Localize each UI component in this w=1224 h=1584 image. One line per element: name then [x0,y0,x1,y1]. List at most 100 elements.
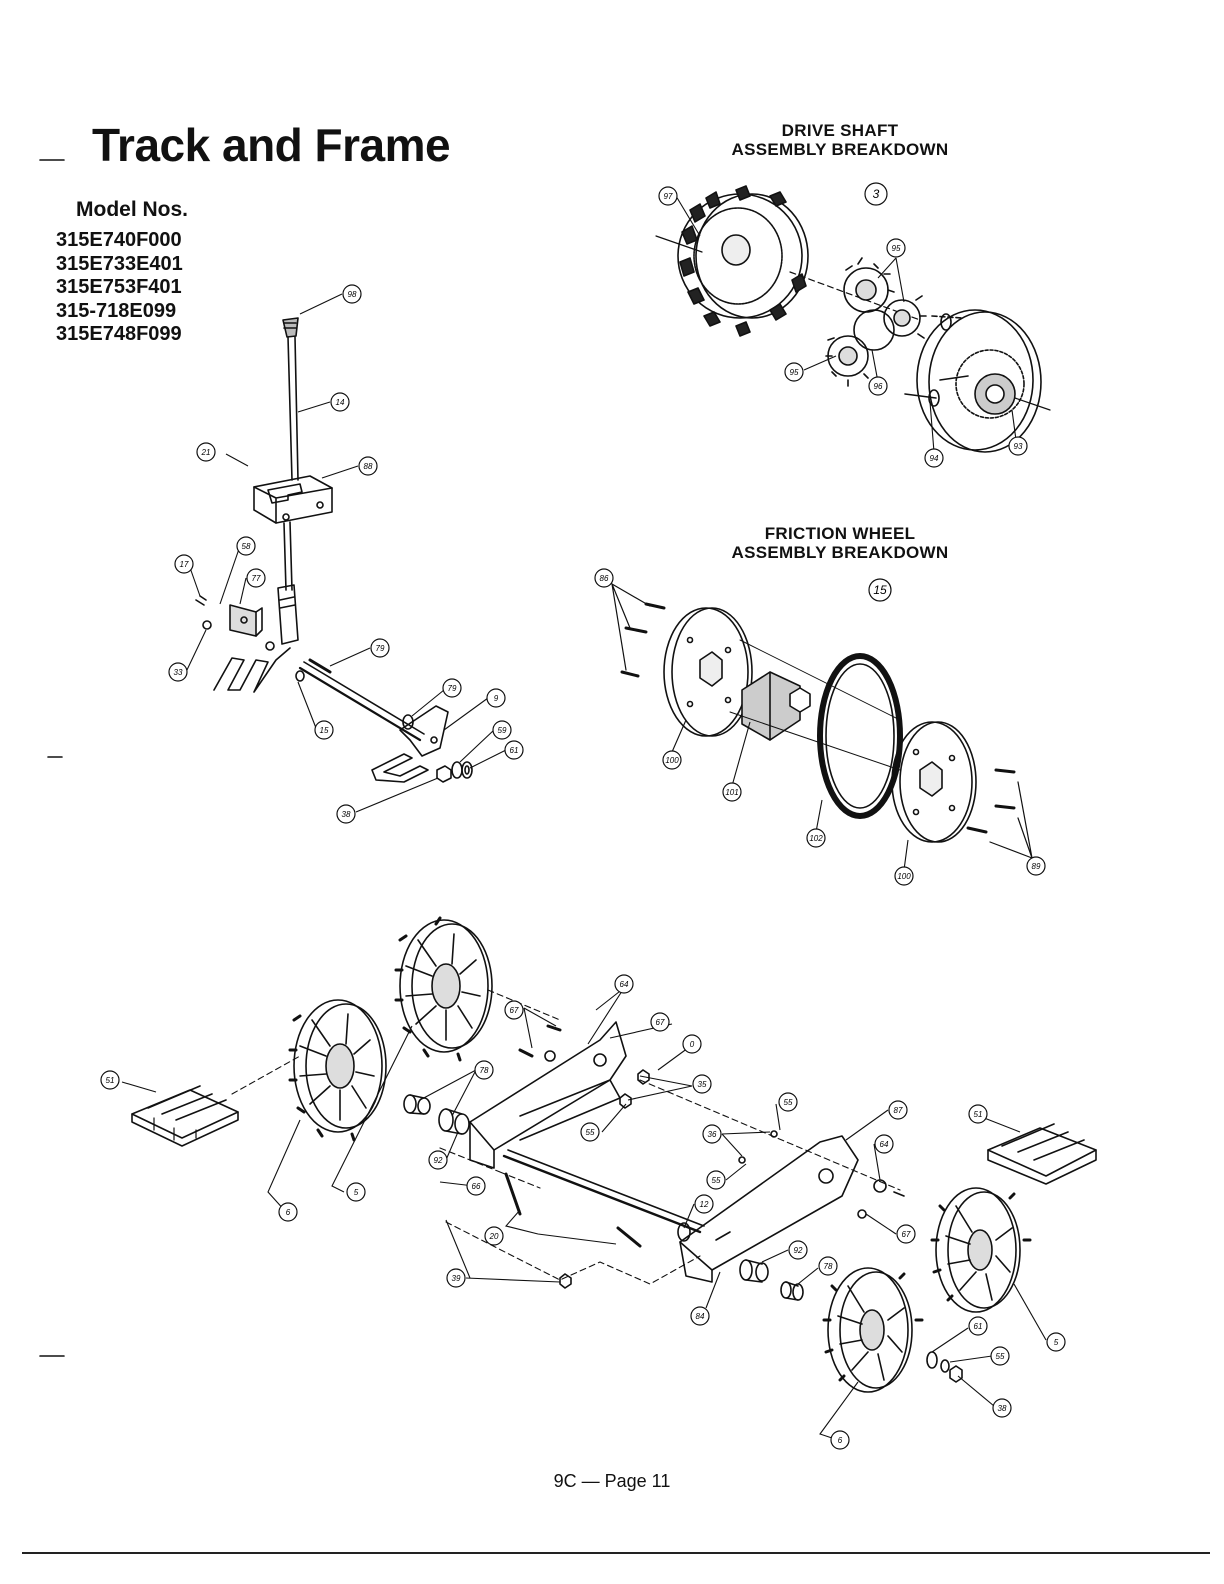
drive-gear [825,257,927,387]
callout-bubble: 6 [278,1202,298,1222]
callout-number: 35 [698,1080,707,1089]
callout-bubble: 36 [702,1124,722,1144]
callout-bubble: 95 [886,238,906,258]
callout-bubble: 0 [682,1034,702,1054]
callout-number: 51 [106,1076,115,1085]
callout-bubble: 77 [246,568,266,588]
shift-fork [399,705,449,757]
cross-shaft [502,1154,702,1234]
callout-number: 5 [1054,1338,1059,1347]
callout-bubble: 64 [874,1134,894,1154]
callout-number: 61 [510,746,519,755]
callout-number: 93 [1014,442,1023,451]
callout-number: 96 [874,382,883,391]
callout-number: 0 [690,1040,695,1049]
callout-number: 97 [664,192,673,201]
callout-number: 66 [472,1182,481,1191]
callout-number: 15 [320,726,329,735]
callout-bubble: 93 [1008,436,1028,456]
callout-bubble: 17 [174,554,194,574]
callout-bubble: 67 [504,1000,524,1020]
callout-bubble: 39 [446,1268,466,1288]
callout-number: 64 [620,980,629,989]
track-wheel [935,1187,1017,1313]
track-segment-left [131,1089,239,1139]
callout-number: 39 [452,1274,461,1283]
drive-hub-plate [916,309,1034,451]
callout-number: 102 [809,834,823,843]
page-title: Track and Frame [92,119,451,171]
track-wheel [399,919,489,1053]
callout-bubble: 79 [442,678,462,698]
callout-bubble: 5 [1046,1332,1066,1352]
callout-bubble: 84 [690,1306,710,1326]
callout-bubble: 58 [236,536,256,556]
model-number: 315E740F000 [56,229,182,251]
callout-number: 6 [286,1208,291,1217]
callout-number: 33 [174,668,183,677]
caption-line: ASSEMBLY BREAKDOWN [731,140,949,159]
callout-bubble: 89 [1026,856,1046,876]
callout-bubble: 38 [336,804,356,824]
ref-number: 3 [873,187,880,201]
callout-number: 20 [489,1232,499,1241]
bottom-rule [22,1552,1210,1554]
callout-bubble: 59 [492,720,512,740]
callout-bubble: 6 [830,1430,850,1450]
callout-bubble: 95 [784,362,804,382]
callout-number: 55 [712,1176,721,1185]
callout-number: 6 [838,1436,843,1445]
model-number: 315E733E401 [56,252,183,275]
model-number: 315E753F401 [56,276,182,298]
callout-bubble: 67 [650,1012,670,1032]
hex-nut [436,765,452,783]
callout-number: 67 [510,1006,519,1015]
model-number: 315E748F099 [56,323,182,345]
callout-number: 95 [790,368,799,377]
drive-shaft-caption: DRIVE SHAFT ASSEMBLY BREAKDOWN [680,121,1000,159]
callout-bubble: 79 [370,638,390,658]
callout-number: 86 [600,574,609,583]
callout-number: 38 [342,810,351,819]
callout-number: 79 [376,644,385,653]
callout-bubble: 38 [992,1398,1012,1418]
callout-number: 14 [336,398,345,407]
callout-number: 101 [725,788,738,797]
track-wheel [293,999,383,1133]
callout-bubble: 61 [968,1316,988,1336]
callout-bubble: 12 [694,1194,714,1214]
callout-number: 84 [696,1312,705,1321]
callout-number: 67 [656,1018,665,1027]
callout-bubble: 67 [896,1224,916,1244]
callout-number: 87 [894,1106,903,1115]
track-segment-right [987,1127,1097,1177]
track-frame-assembly [131,916,1097,1393]
callout-bubble: 55 [580,1122,600,1142]
callout-number: 36 [708,1130,717,1139]
page-footer: 9C — Page 11 [553,1471,671,1491]
shift-plate [253,475,333,524]
callout-bubble: 9 [486,688,506,708]
callout-number: 94 [930,454,939,463]
callout-bubble: 96 [868,376,888,396]
callout-number: 9 [494,694,499,703]
callout-number: 98 [348,290,357,299]
callout-bubble: 20 [484,1226,504,1246]
model-numbers-label: Model Nos. [76,198,189,221]
callout-bubble: 64 [614,974,634,994]
detent-screw [195,595,207,606]
friction-ring [817,653,903,819]
callout-number: 100 [897,872,911,881]
callout-number: 77 [252,574,261,583]
caption-line: DRIVE SHAFT [781,121,899,140]
callout-bubble: 100 [894,866,914,886]
callout-bubbles: 98 14 21 88 17 58 77 33 79 15 79 9 59 61… [100,186,1066,1450]
drive-shaft-assembly [655,185,1051,453]
callout-bubble: 15 [314,720,334,740]
callout-number: 64 [880,1140,889,1149]
callout-bubble: 35 [692,1074,712,1094]
callout-bubble: 101 [722,782,742,802]
callout-bubble: 98 [342,284,362,304]
callout-number: 12 [700,1200,709,1209]
